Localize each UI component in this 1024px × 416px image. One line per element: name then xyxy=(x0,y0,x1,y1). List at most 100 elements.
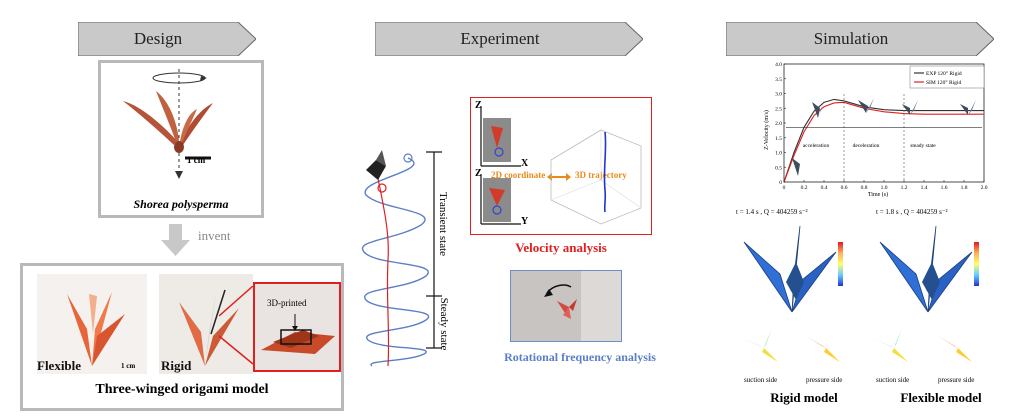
rigid-label: Rigid xyxy=(161,358,192,373)
x-tick-label: 0.4 xyxy=(821,185,828,191)
caption-left: t = 1.4 s , Q = 404259 s⁻² xyxy=(736,208,808,216)
state-brackets xyxy=(426,151,442,349)
printed-detail-box: 3D-printed xyxy=(253,282,341,372)
rigid-origami-icon xyxy=(179,288,239,366)
flexible-suction-thumb xyxy=(872,328,908,362)
phase-steady: steady state xyxy=(910,143,936,149)
phase-deceleration: deceleration xyxy=(853,143,880,149)
surface-pressure-thumbnails xyxy=(742,328,972,362)
legend-sim: SIM 120° Rigid xyxy=(926,79,961,86)
caption-right: t = 1.8 s , Q = 404259 s⁻² xyxy=(876,208,948,216)
y-tick-label: 0 xyxy=(779,180,782,186)
scale-bar-label: 1 cm xyxy=(187,155,206,165)
pressure-side-left: pressure side xyxy=(806,376,843,384)
printed-label: 3D-printed xyxy=(267,298,307,308)
chart-xlabel: Time (s) xyxy=(868,191,888,198)
model-title: Three-winged origami model xyxy=(95,382,269,397)
suction-side-right: suction side xyxy=(876,376,910,384)
flexible-label: Flexible xyxy=(37,358,82,373)
series-line-sim xyxy=(783,101,984,183)
flexible-origami-icon xyxy=(67,292,125,366)
center-path xyxy=(375,167,390,367)
descent-trajectory-graphic xyxy=(361,150,430,367)
x-tick-label: 0.8 xyxy=(861,185,868,191)
steady-state-label: Steady state xyxy=(438,297,450,351)
chart-ylabel: Z-Velocity (m/s) xyxy=(763,110,770,150)
invent-arrow-icon xyxy=(161,224,190,256)
origami-model-panel: Flexible 1 cm Rigid 3D-printed Three-win… xyxy=(20,263,344,411)
flexible-scale-label: 1 cm xyxy=(121,362,136,370)
velocity-analysis-label: Velocity analysis xyxy=(515,240,607,255)
rigid-pressure-thumb xyxy=(806,328,840,362)
shorea-seed-illustration xyxy=(123,69,213,179)
camera-view-yz xyxy=(483,178,511,222)
colorbar-left xyxy=(838,242,843,286)
camera-axes xyxy=(480,106,521,225)
rigid-model-label: Rigid model xyxy=(770,390,838,405)
rotation-view xyxy=(544,271,621,341)
x-tick-label: 1.6 xyxy=(941,185,948,191)
design-header-label: Design xyxy=(133,29,183,48)
x-tick-label: 1.4 xyxy=(921,185,928,191)
x-tick-label: 0.2 xyxy=(801,185,808,191)
x-tick-label: 1.8 xyxy=(961,185,968,191)
simulation-header: Simulation xyxy=(726,22,994,56)
transient-state-label: Transient state xyxy=(437,191,449,257)
y-tick-label: 1.0 xyxy=(775,151,782,157)
seed-photo-panel: 1 cm Shorea polysperma xyxy=(98,60,264,218)
invent-label: invent xyxy=(198,228,231,243)
chart-series-group xyxy=(783,98,984,183)
printed-hub-detail xyxy=(261,314,335,354)
coord-2d-label: 2D coordinate xyxy=(491,170,546,180)
x-tick-label: 1.0 xyxy=(881,185,888,191)
axis-z-bottom: Z xyxy=(475,168,482,179)
velocity-analysis-box: Z X Z Y 2D coordinate 3D trajectory xyxy=(470,97,652,235)
y-tick-label: 1.5 xyxy=(775,136,782,142)
velocity-chart: 0 0.2 0.4 0.6 0.8 1.0 1.2 1.4 1.6 1.8 2.0 0 0.5 1.0 1.… xyxy=(763,62,988,198)
chart-phase-markers xyxy=(786,94,982,182)
y-tick-label: 4.0 xyxy=(775,62,782,68)
pressure-side-right: pressure side xyxy=(938,376,975,384)
flexible-pressure-thumb xyxy=(938,328,972,362)
header-arrow-shape xyxy=(78,22,256,56)
x-tick-label: 1.2 xyxy=(901,185,908,191)
rotational-frequency-label: Rotational frequency analysis xyxy=(504,350,656,364)
axis-y: Y xyxy=(521,216,529,227)
axis-z-top: Z xyxy=(475,100,482,111)
design-header: Design xyxy=(78,22,256,56)
simulation-header-label: Simulation xyxy=(813,29,889,48)
suction-side-left: suction side xyxy=(744,376,778,384)
x-tick-label: 0.6 xyxy=(841,185,848,191)
experiment-header-label: Experiment xyxy=(460,29,540,48)
y-tick-label: 2.0 xyxy=(775,121,782,127)
header-arrow-shape xyxy=(726,22,994,56)
zoom-connector xyxy=(219,286,254,365)
header-arrow-shape xyxy=(375,22,643,56)
experiment-header: Experiment xyxy=(375,22,643,56)
colorbar-right xyxy=(974,242,979,286)
camera-view-xz xyxy=(483,118,511,162)
legend-exp: EXP 120° Rigid xyxy=(926,70,962,77)
rigid-model-photo xyxy=(159,274,253,374)
trajectory-3d-plot xyxy=(550,129,642,225)
species-label: Shorea polysperma xyxy=(133,197,229,211)
chart-ticks: 0 0.2 0.4 0.6 0.8 1.0 1.2 1.4 1.6 1.8 2.0 0 0.5 1.0 1.… xyxy=(775,62,988,191)
y-tick-label: 2.5 xyxy=(775,106,782,112)
y-tick-label: 3.0 xyxy=(775,92,782,98)
axis-x: X xyxy=(521,158,529,169)
helical-path xyxy=(361,157,430,367)
flexible-model-photo xyxy=(37,274,147,374)
y-tick-label: 0.5 xyxy=(775,165,782,171)
rigid-suction-thumb xyxy=(742,328,778,362)
flexible-pressure-render xyxy=(879,225,979,313)
seed-pose-icons xyxy=(792,98,976,176)
chart-legend-box xyxy=(909,65,985,89)
x-tick-label: 0 xyxy=(783,185,786,191)
series-line-exp xyxy=(783,98,984,183)
x-tick-label: 2.0 xyxy=(981,185,988,191)
y-tick-label: 3.5 xyxy=(775,77,782,83)
rotation-photo xyxy=(510,270,622,342)
phase-acceleration: acceleration xyxy=(803,143,830,149)
rigid-pressure-render xyxy=(743,225,843,313)
flexible-model-label: Flexible model xyxy=(900,390,982,405)
